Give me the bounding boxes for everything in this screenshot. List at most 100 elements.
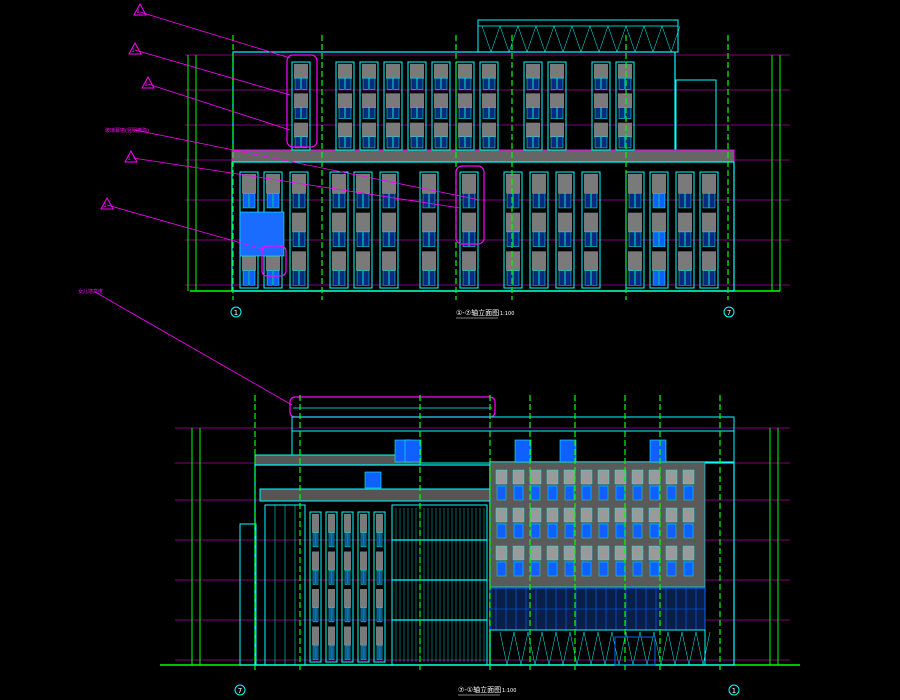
parapet-note: 女儿墙高度 <box>78 288 103 295</box>
revision-mark-label: 1 <box>127 155 131 162</box>
window-pane <box>338 77 345 90</box>
window-pane <box>649 439 667 463</box>
window-pane <box>362 77 369 90</box>
window-pane <box>581 485 592 501</box>
window-pane <box>615 485 626 501</box>
window-bay <box>325 511 338 663</box>
window-pane <box>581 523 592 539</box>
window-bay <box>459 171 479 289</box>
revision-mark <box>133 2 147 16</box>
window-bay <box>383 61 403 151</box>
window-pane <box>539 193 546 209</box>
window-pane <box>328 569 332 585</box>
stair-glass <box>391 504 488 666</box>
window-pane <box>339 231 346 247</box>
window-pane <box>526 107 533 119</box>
window-pane <box>532 231 539 247</box>
window-bay <box>309 511 322 663</box>
window-pane <box>530 485 541 501</box>
window-pane <box>363 607 367 623</box>
window-pane <box>591 270 598 286</box>
window-pane <box>339 270 346 286</box>
window-pane <box>393 136 400 149</box>
entrance-door <box>614 636 656 666</box>
revision-mark <box>141 75 155 89</box>
window-pane <box>369 77 376 90</box>
window-pane <box>530 561 541 577</box>
axis-label: 7 <box>727 309 731 317</box>
revision-mark-label: 1 <box>131 47 135 54</box>
window-pane <box>565 193 572 209</box>
window-bay <box>615 61 635 151</box>
axis-label: 1 <box>732 687 736 695</box>
window-pane <box>625 136 632 149</box>
window-pane <box>666 523 677 539</box>
window-pane <box>422 231 429 247</box>
window-pane <box>496 561 507 577</box>
window-pane <box>331 607 335 623</box>
window-pane <box>469 193 476 209</box>
window-pane <box>598 523 609 539</box>
window-pane <box>465 77 472 90</box>
window-pane <box>513 231 520 247</box>
window-pane <box>458 107 465 119</box>
window-pane <box>422 193 429 209</box>
window-pane <box>312 644 316 660</box>
window-pane <box>332 270 339 286</box>
window-pane <box>584 231 591 247</box>
window-pane <box>364 471 382 489</box>
window-pane <box>315 532 319 548</box>
window-pane <box>363 231 370 247</box>
window-pane <box>379 644 383 660</box>
window-pane <box>678 193 685 209</box>
window-pane <box>594 136 601 149</box>
window-pane <box>513 523 524 539</box>
window-pane <box>547 561 558 577</box>
window-pane <box>386 136 393 149</box>
window-pane <box>345 77 352 90</box>
window-pane <box>533 136 540 149</box>
window-pane <box>429 231 436 247</box>
window-pane <box>462 270 469 286</box>
window-pane <box>513 193 520 209</box>
window-pane <box>526 77 533 90</box>
window-pane <box>618 136 625 149</box>
window-pane <box>356 193 363 209</box>
drawing-scale: 1:100 <box>500 311 514 317</box>
window-pane <box>565 231 572 247</box>
window-pane <box>615 523 626 539</box>
window-bay <box>329 171 349 289</box>
window-pane <box>266 270 273 286</box>
window-pane <box>550 107 557 119</box>
window-pane <box>539 270 546 286</box>
window-pane <box>386 77 393 90</box>
window-pane <box>496 523 507 539</box>
window-bay <box>649 171 669 289</box>
window-pane <box>598 485 609 501</box>
axis-bubble-left <box>230 306 242 318</box>
window-pane <box>369 107 376 119</box>
window-pane <box>360 532 364 548</box>
window-pane <box>379 569 383 585</box>
window-pane <box>584 193 591 209</box>
window-pane <box>242 193 249 209</box>
window-pane <box>591 193 598 209</box>
mid-cornice <box>231 149 735 163</box>
window-pane <box>482 136 489 149</box>
window-pane <box>618 77 625 90</box>
window-pane <box>347 532 351 548</box>
window-pane <box>363 644 367 660</box>
window-pane <box>434 77 441 90</box>
window-pane <box>458 136 465 149</box>
window-pane <box>338 107 345 119</box>
window-pane <box>344 644 348 660</box>
window-bay <box>289 171 309 289</box>
window-bay <box>373 511 386 663</box>
window-pane <box>462 193 469 209</box>
window-pane <box>584 270 591 286</box>
window-pane <box>328 644 332 660</box>
window-pane <box>652 231 659 247</box>
window-pane <box>683 523 694 539</box>
drawing-scale: 1:100 <box>502 688 516 694</box>
window-pane <box>347 607 351 623</box>
